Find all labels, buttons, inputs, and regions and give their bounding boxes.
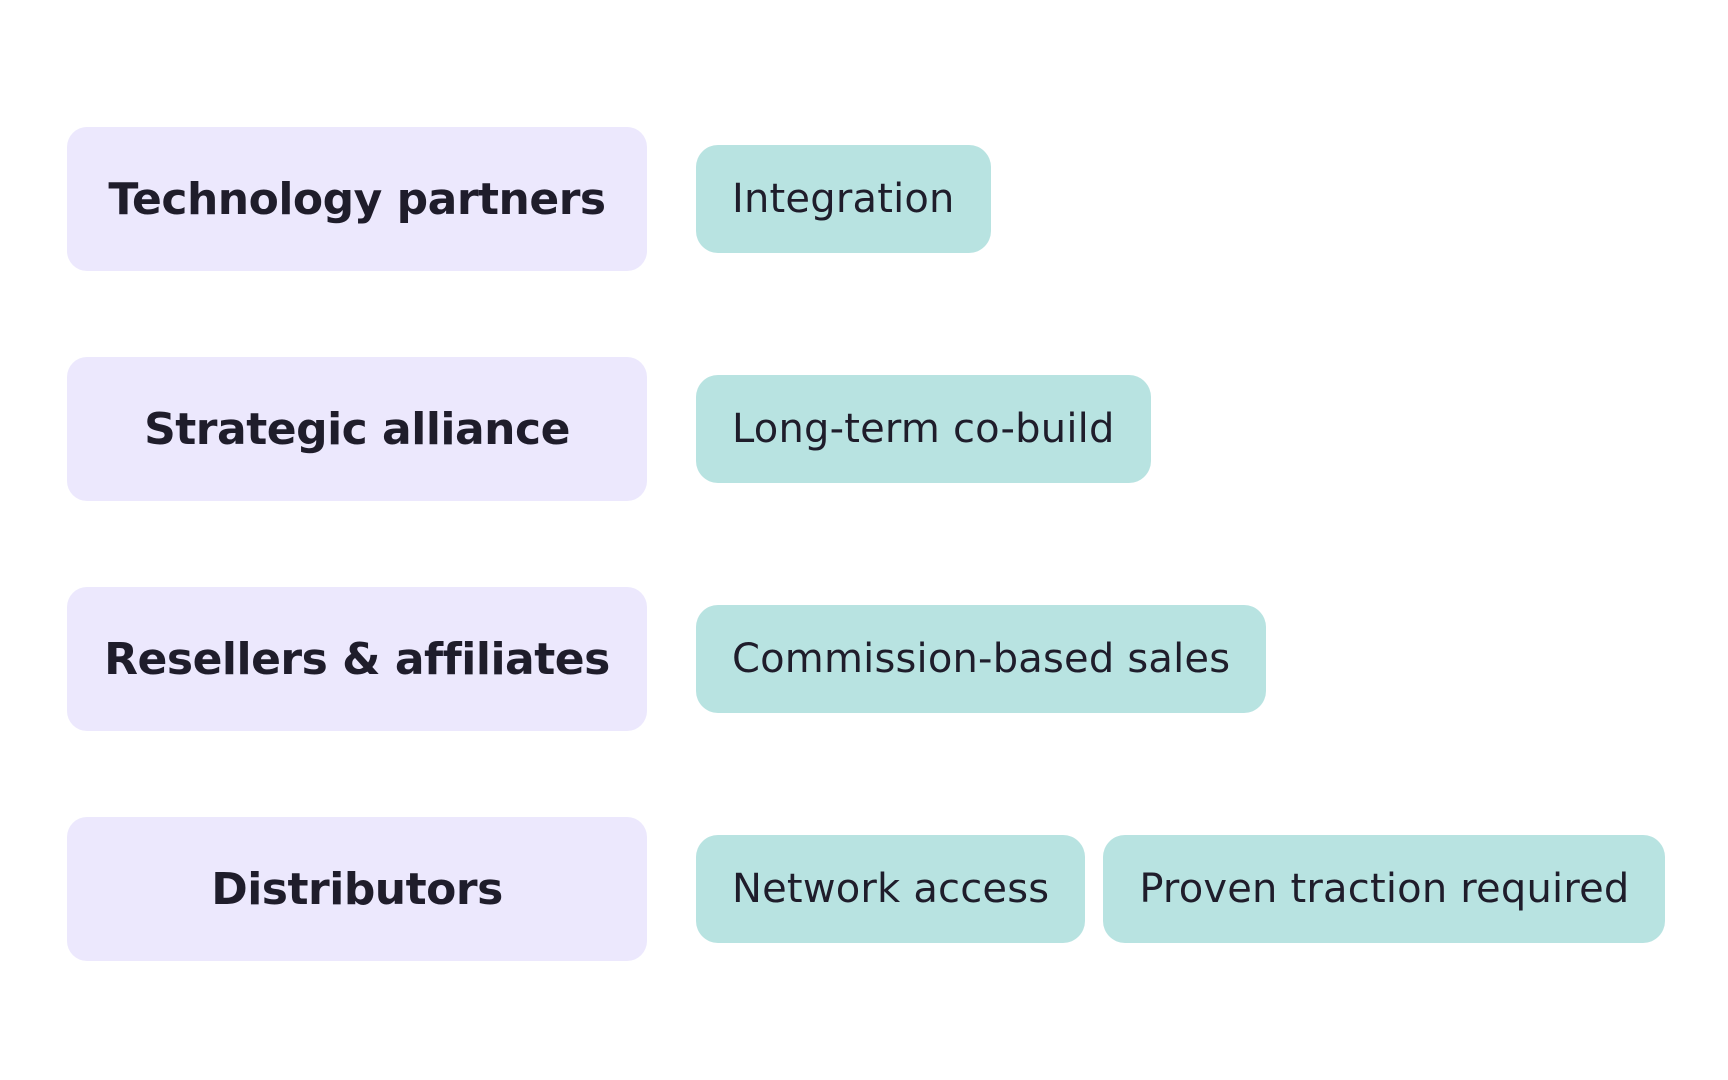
tag-group: Integration <box>696 145 991 253</box>
tag-label: Long-term co-build <box>732 406 1115 452</box>
tag-label: Network access <box>732 866 1050 912</box>
category-box: Technology partners <box>67 127 647 271</box>
tag-group: Commission-based sales <box>696 605 1267 713</box>
row-resellers-affiliates: Resellers & affiliates Commission-based … <box>67 587 1267 731</box>
category-box: Distributors <box>67 817 647 961</box>
category-label: Resellers & affiliates <box>104 633 610 685</box>
category-box: Strategic alliance <box>67 357 647 501</box>
tag-pill: Long-term co-build <box>696 375 1151 483</box>
category-box: Resellers & affiliates <box>67 587 647 731</box>
category-label: Technology partners <box>108 173 606 225</box>
tag-group: Network access Proven traction required <box>696 835 1666 943</box>
category-label: Distributors <box>211 863 503 915</box>
category-label: Strategic alliance <box>144 403 570 455</box>
row-strategic-alliance: Strategic alliance Long-term co-build <box>67 357 1151 501</box>
tag-pill: Proven traction required <box>1103 835 1666 943</box>
tag-label: Proven traction required <box>1139 866 1630 912</box>
tag-label: Commission-based sales <box>732 636 1231 682</box>
tag-label: Integration <box>732 176 955 222</box>
tag-group: Long-term co-build <box>696 375 1151 483</box>
row-technology-partners: Technology partners Integration <box>67 127 991 271</box>
tag-pill: Commission-based sales <box>696 605 1267 713</box>
tag-pill: Integration <box>696 145 991 253</box>
tag-pill: Network access <box>696 835 1086 943</box>
row-distributors: Distributors Network access Proven tract… <box>67 817 1666 961</box>
